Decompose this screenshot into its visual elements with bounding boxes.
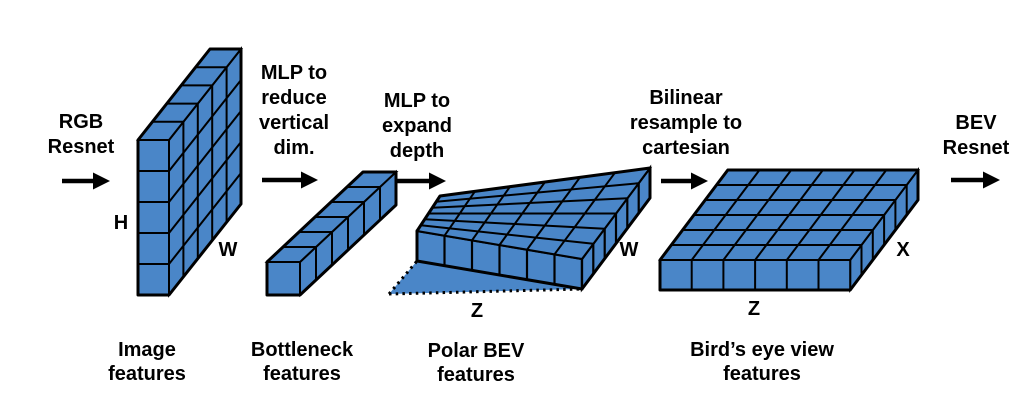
arrow-head (301, 171, 318, 189)
grid-line (168, 172, 242, 265)
arrow-head (983, 171, 1000, 189)
dotted-outline (387, 260, 583, 296)
grid-line (168, 79, 242, 172)
arc-line (553, 172, 616, 255)
dim-label-h-image: H (113, 212, 129, 234)
dim-label-w-image: W (218, 239, 238, 261)
stage-label-mlp-expand: MLP to expand depth (381, 90, 453, 162)
rgb-resnet-arrow (62, 172, 110, 190)
bev-resnet-arrow (951, 171, 1000, 189)
arrow-head (429, 172, 446, 190)
mlp-reduce-arrow (262, 171, 318, 189)
outline (265, 170, 398, 297)
image-features-block (135, 46, 244, 298)
arc-line (471, 186, 511, 241)
caption-polar-bev-features: Polar BEV features (427, 340, 525, 386)
polar-bev-features-block (387, 164, 653, 296)
stage-label-bev-resnet: BEV Resnet (942, 112, 1010, 159)
outline (136, 47, 243, 297)
grid-line (168, 110, 242, 203)
caption-bottleneck-features: Bottleneck features (250, 339, 354, 385)
arc-line (443, 190, 476, 237)
arc-line (498, 181, 546, 246)
polar-footprint (389, 261, 582, 294)
outline (415, 166, 652, 291)
stage-label-bilinear-resample: Bilinear resample to cartesian (629, 87, 743, 159)
front-face (266, 261, 301, 296)
mlp-expand-arrow (394, 172, 446, 190)
caption-birds-eye-view-features: Bird’s eye view features (690, 339, 834, 385)
arc-line (526, 176, 581, 251)
bottleneck-features-block (264, 169, 399, 298)
dim-label-x-bev: X (896, 239, 910, 261)
outline (658, 168, 920, 292)
stage-label-rgb-resnet: RGB Resnet (47, 111, 115, 158)
grid-line (168, 141, 242, 234)
dim-label-z-polar: Z (470, 300, 484, 322)
front-face (137, 139, 170, 296)
dim-label-w-polar: W (619, 239, 639, 261)
dim-label-z-bev: Z (747, 298, 761, 320)
arrow-head (93, 172, 110, 190)
bilinear-resample-arrow (661, 172, 708, 190)
birds-eye-view-features-block (657, 167, 921, 293)
caption-image-features: Image features (108, 339, 186, 385)
arrow-head (691, 172, 708, 190)
stage-label-mlp-reduce: MLP to reduce vertical dim. (258, 62, 330, 159)
